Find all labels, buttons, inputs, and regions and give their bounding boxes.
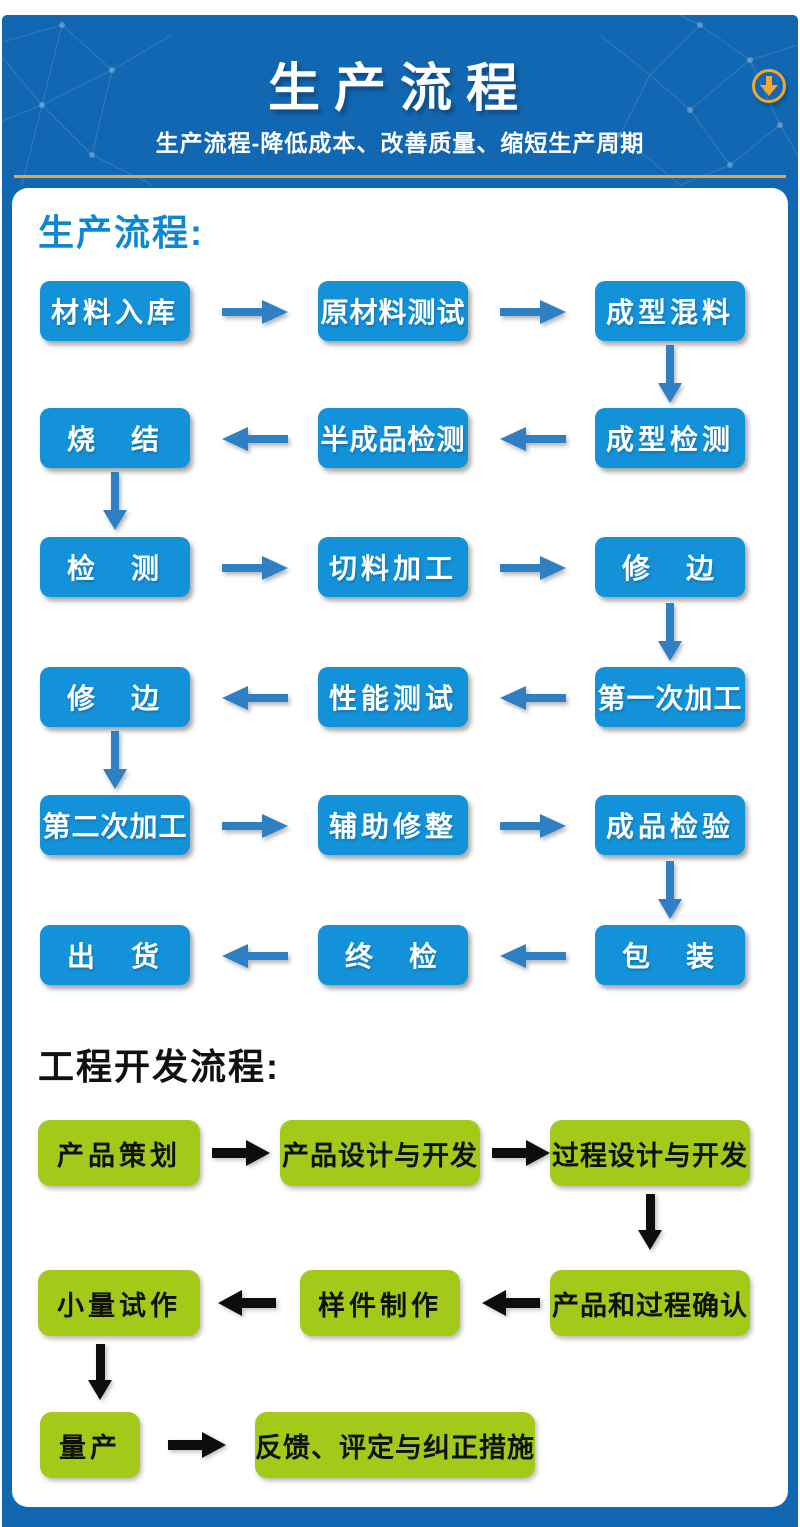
arrow-right-icon: [492, 1140, 550, 1166]
arrow-left-icon: [222, 944, 288, 968]
arrow-left-icon: [218, 1290, 276, 1316]
production-flow-heading: 生产流程:: [38, 212, 204, 253]
down-arrow-icon: [760, 76, 778, 96]
prod-step-mix-molding: 成型混料: [595, 281, 745, 341]
arrow-right-icon: [168, 1432, 226, 1458]
prod-step-inspection: 检 测: [40, 537, 190, 597]
engineering-flow-heading: 工程开发流程:: [38, 1046, 280, 1087]
prod-step-raw-material-test: 原材料测试: [318, 281, 468, 341]
arrow-left-icon: [500, 944, 566, 968]
arrow-right-icon: [500, 556, 566, 580]
prod-step-final-check: 终 检: [318, 925, 468, 985]
prod-step-semifinished-inspect: 半成品检测: [318, 408, 468, 468]
prod-step-trimming-2: 修 边: [40, 667, 190, 727]
arrow-right-icon: [222, 300, 288, 324]
arrow-down-icon: [638, 1194, 662, 1250]
prod-step-shipping: 出 货: [40, 925, 190, 985]
eng-step-process-design: 过程设计与开发: [550, 1120, 750, 1186]
arrow-right-icon: [500, 300, 566, 324]
gold-divider: [14, 175, 786, 178]
footer-bar: [2, 1507, 798, 1527]
arrow-down-icon: [658, 603, 682, 661]
prod-step-first-machining: 第一次加工: [595, 667, 745, 727]
prod-step-sintering: 烧 结: [40, 408, 190, 468]
page-title: 生产流程: [267, 60, 532, 118]
arrow-left-icon: [482, 1290, 540, 1316]
page-subtitle: 生产流程-降低成本、改善质量、缩短生产周期: [155, 130, 645, 156]
arrow-down-icon: [658, 345, 682, 403]
eng-step-small-batch-trial: 小量试作: [38, 1270, 200, 1336]
arrow-left-icon: [500, 686, 566, 710]
prod-step-second-machining: 第二次加工: [40, 795, 190, 855]
prod-step-molding-inspect: 成型检测: [595, 408, 745, 468]
arrow-down-icon: [88, 1344, 112, 1400]
eng-step-feedback-corrective: 反馈、评定与纠正措施: [255, 1412, 535, 1478]
eng-step-sample-making: 样件制作: [300, 1270, 460, 1336]
arrow-right-icon: [222, 814, 288, 838]
arrow-right-icon: [222, 556, 288, 580]
eng-step-product-design: 产品设计与开发: [280, 1120, 480, 1186]
arrow-down-icon: [658, 861, 682, 919]
prod-step-performance-test: 性能测试: [318, 667, 468, 727]
arrow-right-icon: [500, 814, 566, 838]
constellation-pattern-left: [2, 22, 173, 185]
arrow-left-icon: [500, 427, 566, 451]
content-card: 生产流程: 材料入库 原材料测试 成型混料 烧 结 半成品检测 成型检测 检 测…: [12, 188, 788, 1507]
eng-step-mass-production: 量产: [40, 1412, 140, 1478]
arrow-left-icon: [222, 427, 288, 451]
prod-step-packaging: 包 装: [595, 925, 745, 985]
arrow-down-icon: [103, 472, 127, 530]
prod-step-trimming-1: 修 边: [595, 537, 745, 597]
prod-step-final-product-inspect: 成品检验: [595, 795, 745, 855]
arrow-right-icon: [212, 1140, 270, 1166]
eng-step-product-planning: 产品策划: [38, 1120, 200, 1186]
prod-step-auxiliary-finishing: 辅助修整: [318, 795, 468, 855]
arrow-down-icon: [103, 731, 127, 789]
scroll-down-button[interactable]: [752, 69, 786, 103]
eng-step-product-process-confirm: 产品和过程确认: [550, 1270, 750, 1336]
prod-step-material-inbound: 材料入库: [40, 281, 190, 341]
arrow-left-icon: [222, 686, 288, 710]
prod-step-cutting: 切料加工: [318, 537, 468, 597]
